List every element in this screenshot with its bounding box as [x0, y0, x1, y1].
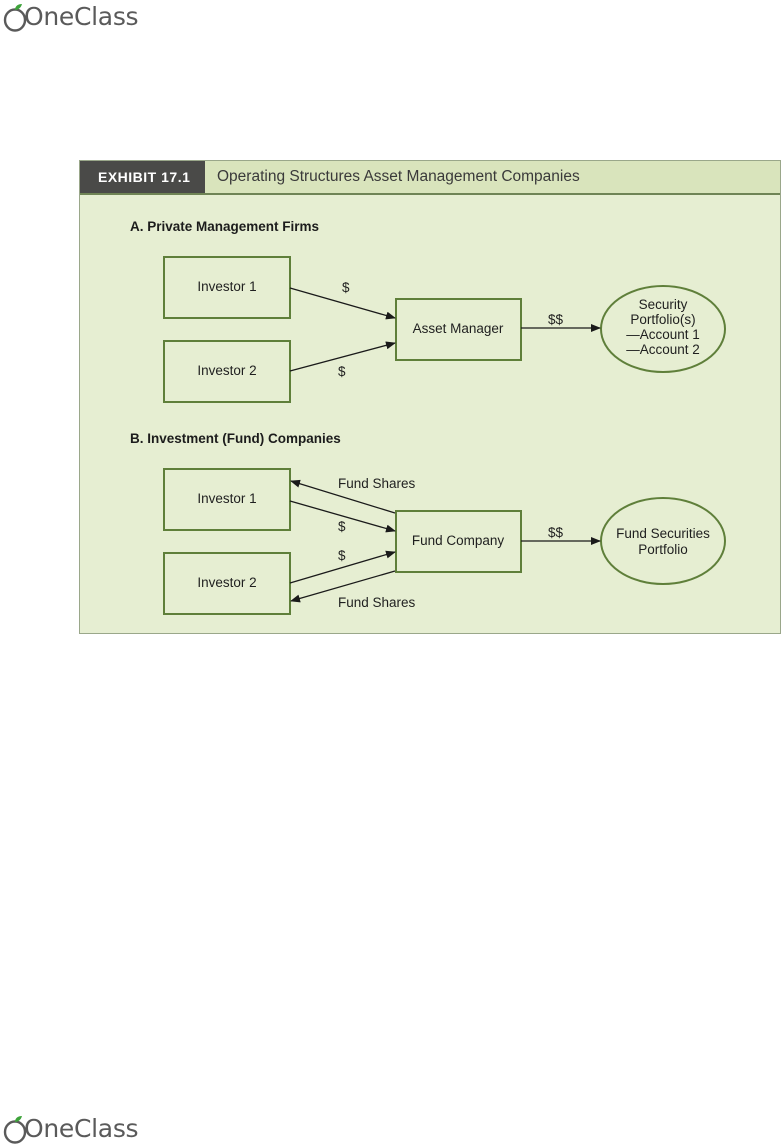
exhibit-panel: EXHIBIT 17.1 Operating Structures Asset … — [79, 160, 781, 634]
arrow-investor1-to-fund — [289, 500, 396, 533]
fund-company-label: Fund Company — [412, 533, 505, 548]
investor1-label-b: Investor 1 — [197, 491, 256, 506]
oneclass-leaf-icon — [3, 2, 27, 32]
flow-label-b1: $ — [338, 519, 346, 534]
flow-label-a2: $ — [338, 364, 346, 379]
logo-text: OneClass — [24, 1114, 139, 1143]
arrow-investor2-to-fund — [289, 550, 396, 584]
oneclass-logo-bottom: OneClass — [3, 1114, 139, 1144]
portfolio-line-1: Security — [639, 297, 688, 312]
exhibit-header: EXHIBIT 17.1 Operating Structures Asset … — [80, 161, 780, 195]
asset-manager-box — [395, 298, 522, 361]
portfolio-line-3: —Account 1 — [626, 327, 700, 342]
asset-manager-label: Asset Manager — [413, 321, 504, 336]
exhibit-title: Operating Structures Asset Management Co… — [217, 168, 580, 185]
flow-label-a-out: $$ — [548, 312, 564, 327]
investor1-box-a — [163, 256, 291, 319]
exhibit-tag: EXHIBIT 17.1 — [80, 161, 205, 193]
logo-text: OneClass — [24, 2, 139, 31]
flow-diagram: Investor 1 Investor 2 Asset Manager Secu… — [163, 256, 726, 615]
arrow-investor2-to-manager — [289, 341, 396, 372]
arrow-investor1-to-manager — [289, 287, 396, 320]
fund-portfolio-ellipse — [600, 497, 726, 585]
fund-portfolio-line-1: Fund Securities — [616, 526, 710, 541]
security-portfolio-ellipse — [600, 285, 726, 373]
investor2-label-a: Investor 2 — [197, 363, 256, 378]
shares-label-top: Fund Shares — [338, 476, 416, 491]
flow-label-a1: $ — [342, 280, 350, 295]
investor2-box-a — [163, 340, 291, 403]
oneclass-leaf-icon — [3, 1114, 27, 1144]
fund-portfolio-line-2: Portfolio — [638, 542, 688, 557]
section-b-title: B. Investment (Fund) Companies — [130, 431, 341, 446]
investor1-box-b — [163, 468, 291, 531]
portfolio-line-4: —Account 2 — [626, 342, 700, 357]
investor2-label-b: Investor 2 — [197, 575, 256, 590]
flow-label-b-out: $$ — [548, 525, 564, 540]
portfolio-line-2: Portfolio(s) — [630, 312, 695, 327]
arrow-shares-to-investor2 — [290, 570, 396, 603]
section-a-title: A. Private Management Firms — [130, 219, 320, 234]
shares-label-bottom: Fund Shares — [338, 595, 416, 610]
investor2-box-b — [163, 552, 291, 615]
arrow-shares-to-investor1 — [290, 479, 396, 514]
investor1-label-a: Investor 1 — [197, 279, 256, 294]
flow-label-b2: $ — [338, 548, 346, 563]
oneclass-logo-top: OneClass — [3, 2, 139, 32]
